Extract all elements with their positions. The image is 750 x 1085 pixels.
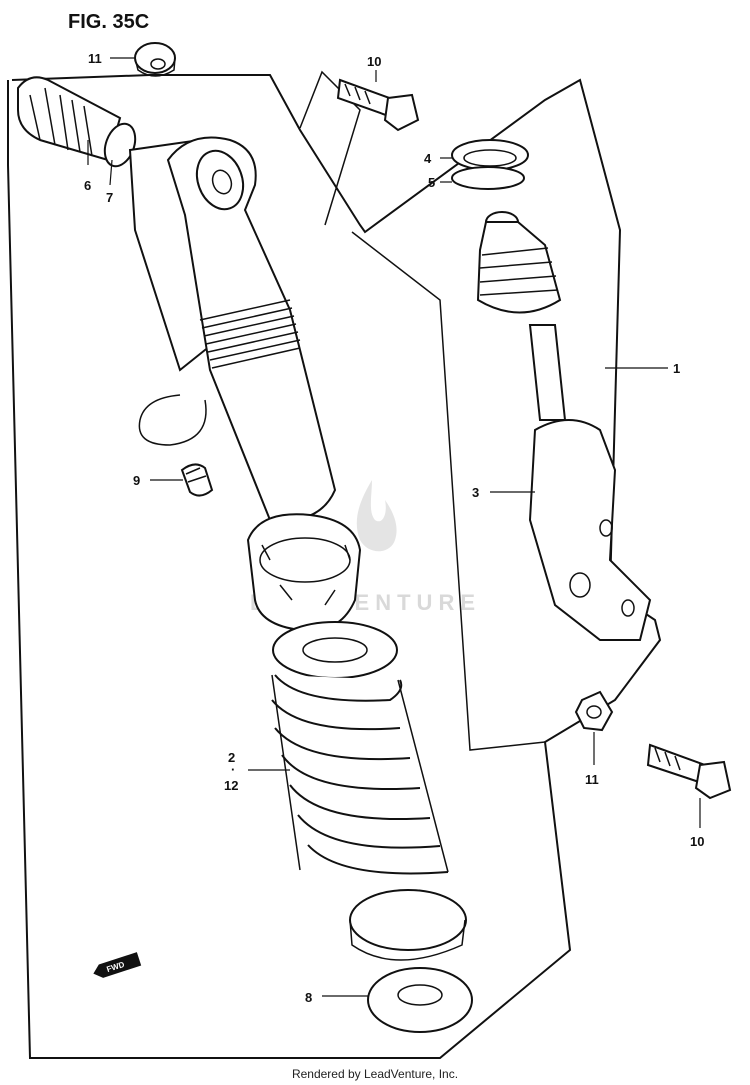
callout-4: 4 <box>424 151 432 166</box>
part-11-bottom-nut <box>574 690 614 732</box>
callout-8: 8 <box>305 990 312 1005</box>
fwd-arrow: FWD <box>93 952 142 978</box>
callout-2: 2 <box>228 750 235 765</box>
callout-2-dot: · <box>231 762 235 777</box>
part-10-top-bolt <box>336 78 420 132</box>
callout-12: 12 <box>224 778 238 793</box>
part-2-shock-body <box>166 136 337 522</box>
part-10-bottom-bolt <box>646 743 732 800</box>
part-spring-lock-nut <box>246 513 362 632</box>
callout-1: 1 <box>673 361 680 376</box>
fwd-arrow-icon <box>93 952 142 978</box>
callout-5: 5 <box>428 175 435 190</box>
part-circlip <box>138 394 207 446</box>
part-3-clevis <box>528 419 652 641</box>
part-5-washer <box>451 166 525 190</box>
part-12-spring <box>271 621 449 875</box>
shock-body-threads <box>199 299 301 369</box>
figure-title: FIG. 35C <box>68 11 149 33</box>
watermark-flame-icon <box>356 480 397 552</box>
callout-10-bottom: 10 <box>690 834 704 849</box>
part-9-valve-cap <box>180 463 214 497</box>
assembly-outline-inner <box>351 231 546 751</box>
part-1-damper-rod <box>476 211 567 421</box>
callout-3: 3 <box>472 485 479 500</box>
callout-6: 6 <box>84 178 91 193</box>
part-8-spring-seat <box>349 889 473 1033</box>
callout-10-top: 10 <box>367 54 381 69</box>
callout-11-top: 11 <box>88 51 102 66</box>
callout-7: 7 <box>106 190 113 205</box>
leader-7 <box>109 159 113 186</box>
callout-11-bottom: 11 <box>585 772 599 787</box>
part-11-top-nut <box>134 42 176 77</box>
footer-credit: Rendered by LeadVenture, Inc. <box>292 1067 458 1081</box>
part-4-seal <box>451 139 529 171</box>
callout-9: 9 <box>133 473 140 488</box>
